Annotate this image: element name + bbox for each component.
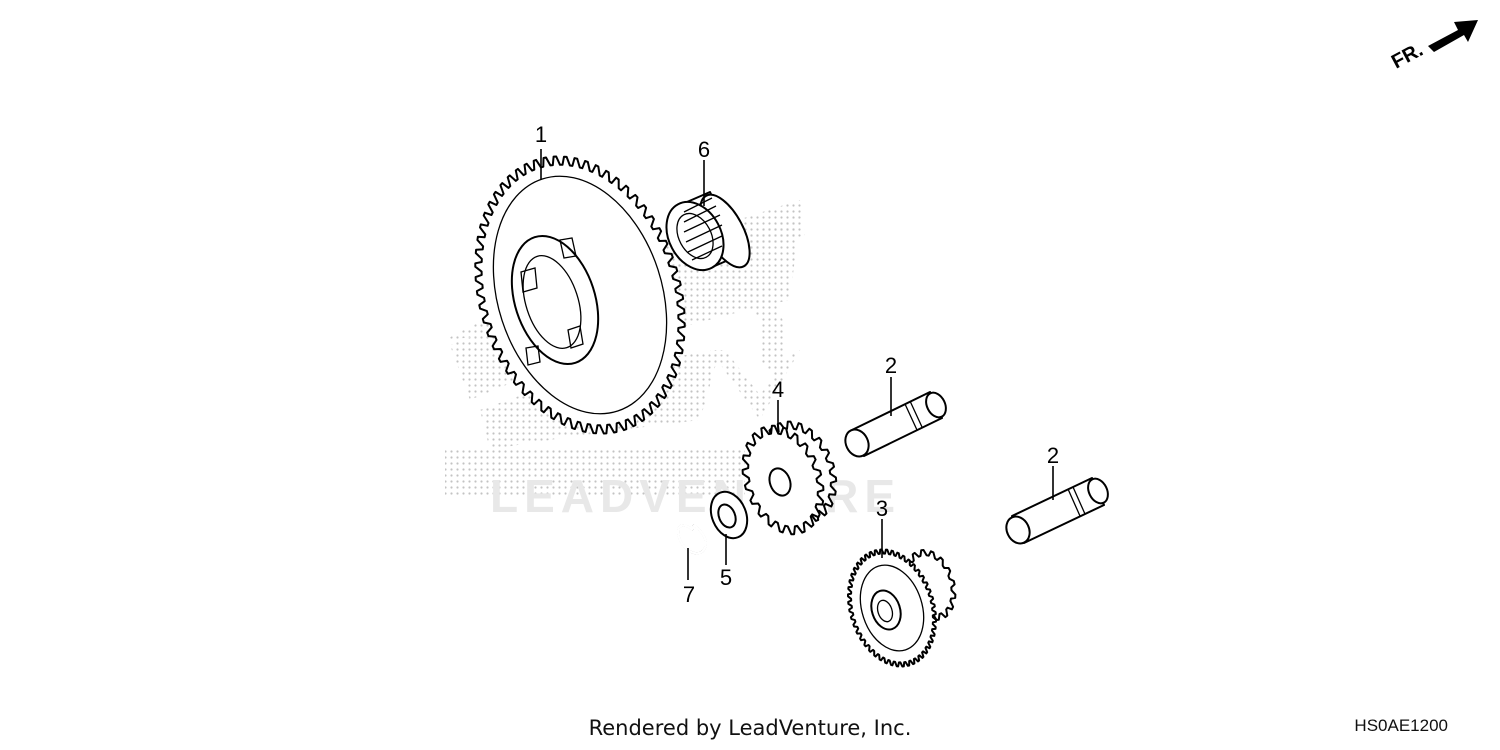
washer-part-5[interactable] xyxy=(704,486,754,543)
shaft-part-2-lower[interactable] xyxy=(1002,475,1112,547)
footer-credit: Rendered by LeadVenture, Inc. xyxy=(588,716,912,740)
large-gear-part-1[interactable] xyxy=(464,154,695,437)
callout-6: 6 xyxy=(698,137,710,162)
callout-3: 3 xyxy=(876,496,888,521)
compound-gear-part-3[interactable] xyxy=(847,548,957,668)
snap-ring-part-7[interactable] xyxy=(676,523,707,555)
needle-bearing-part-6[interactable] xyxy=(655,187,760,280)
callout-4: 4 xyxy=(772,377,784,402)
diagram-code: HS0AE1200 xyxy=(1354,716,1448,735)
leader-lines xyxy=(540,149,1054,580)
callout-2-lower: 2 xyxy=(1047,443,1059,468)
callout-5: 5 xyxy=(720,565,732,590)
callout-labels: 1 6 2 2 4 3 5 7 xyxy=(535,122,1059,607)
svg-text:LEADVENTURE: LEADVENTURE xyxy=(490,470,901,522)
spur-gear-part-4[interactable] xyxy=(741,420,838,536)
callout-1: 1 xyxy=(535,122,547,147)
front-direction-indicator: FR. xyxy=(1388,16,1480,86)
watermark-brand: LEADVENTURE xyxy=(490,470,901,522)
shaft-part-2-upper[interactable] xyxy=(841,389,950,460)
callout-2-upper: 2 xyxy=(885,353,897,378)
arrow-icon xyxy=(1428,20,1478,52)
callout-7: 7 xyxy=(683,582,695,607)
